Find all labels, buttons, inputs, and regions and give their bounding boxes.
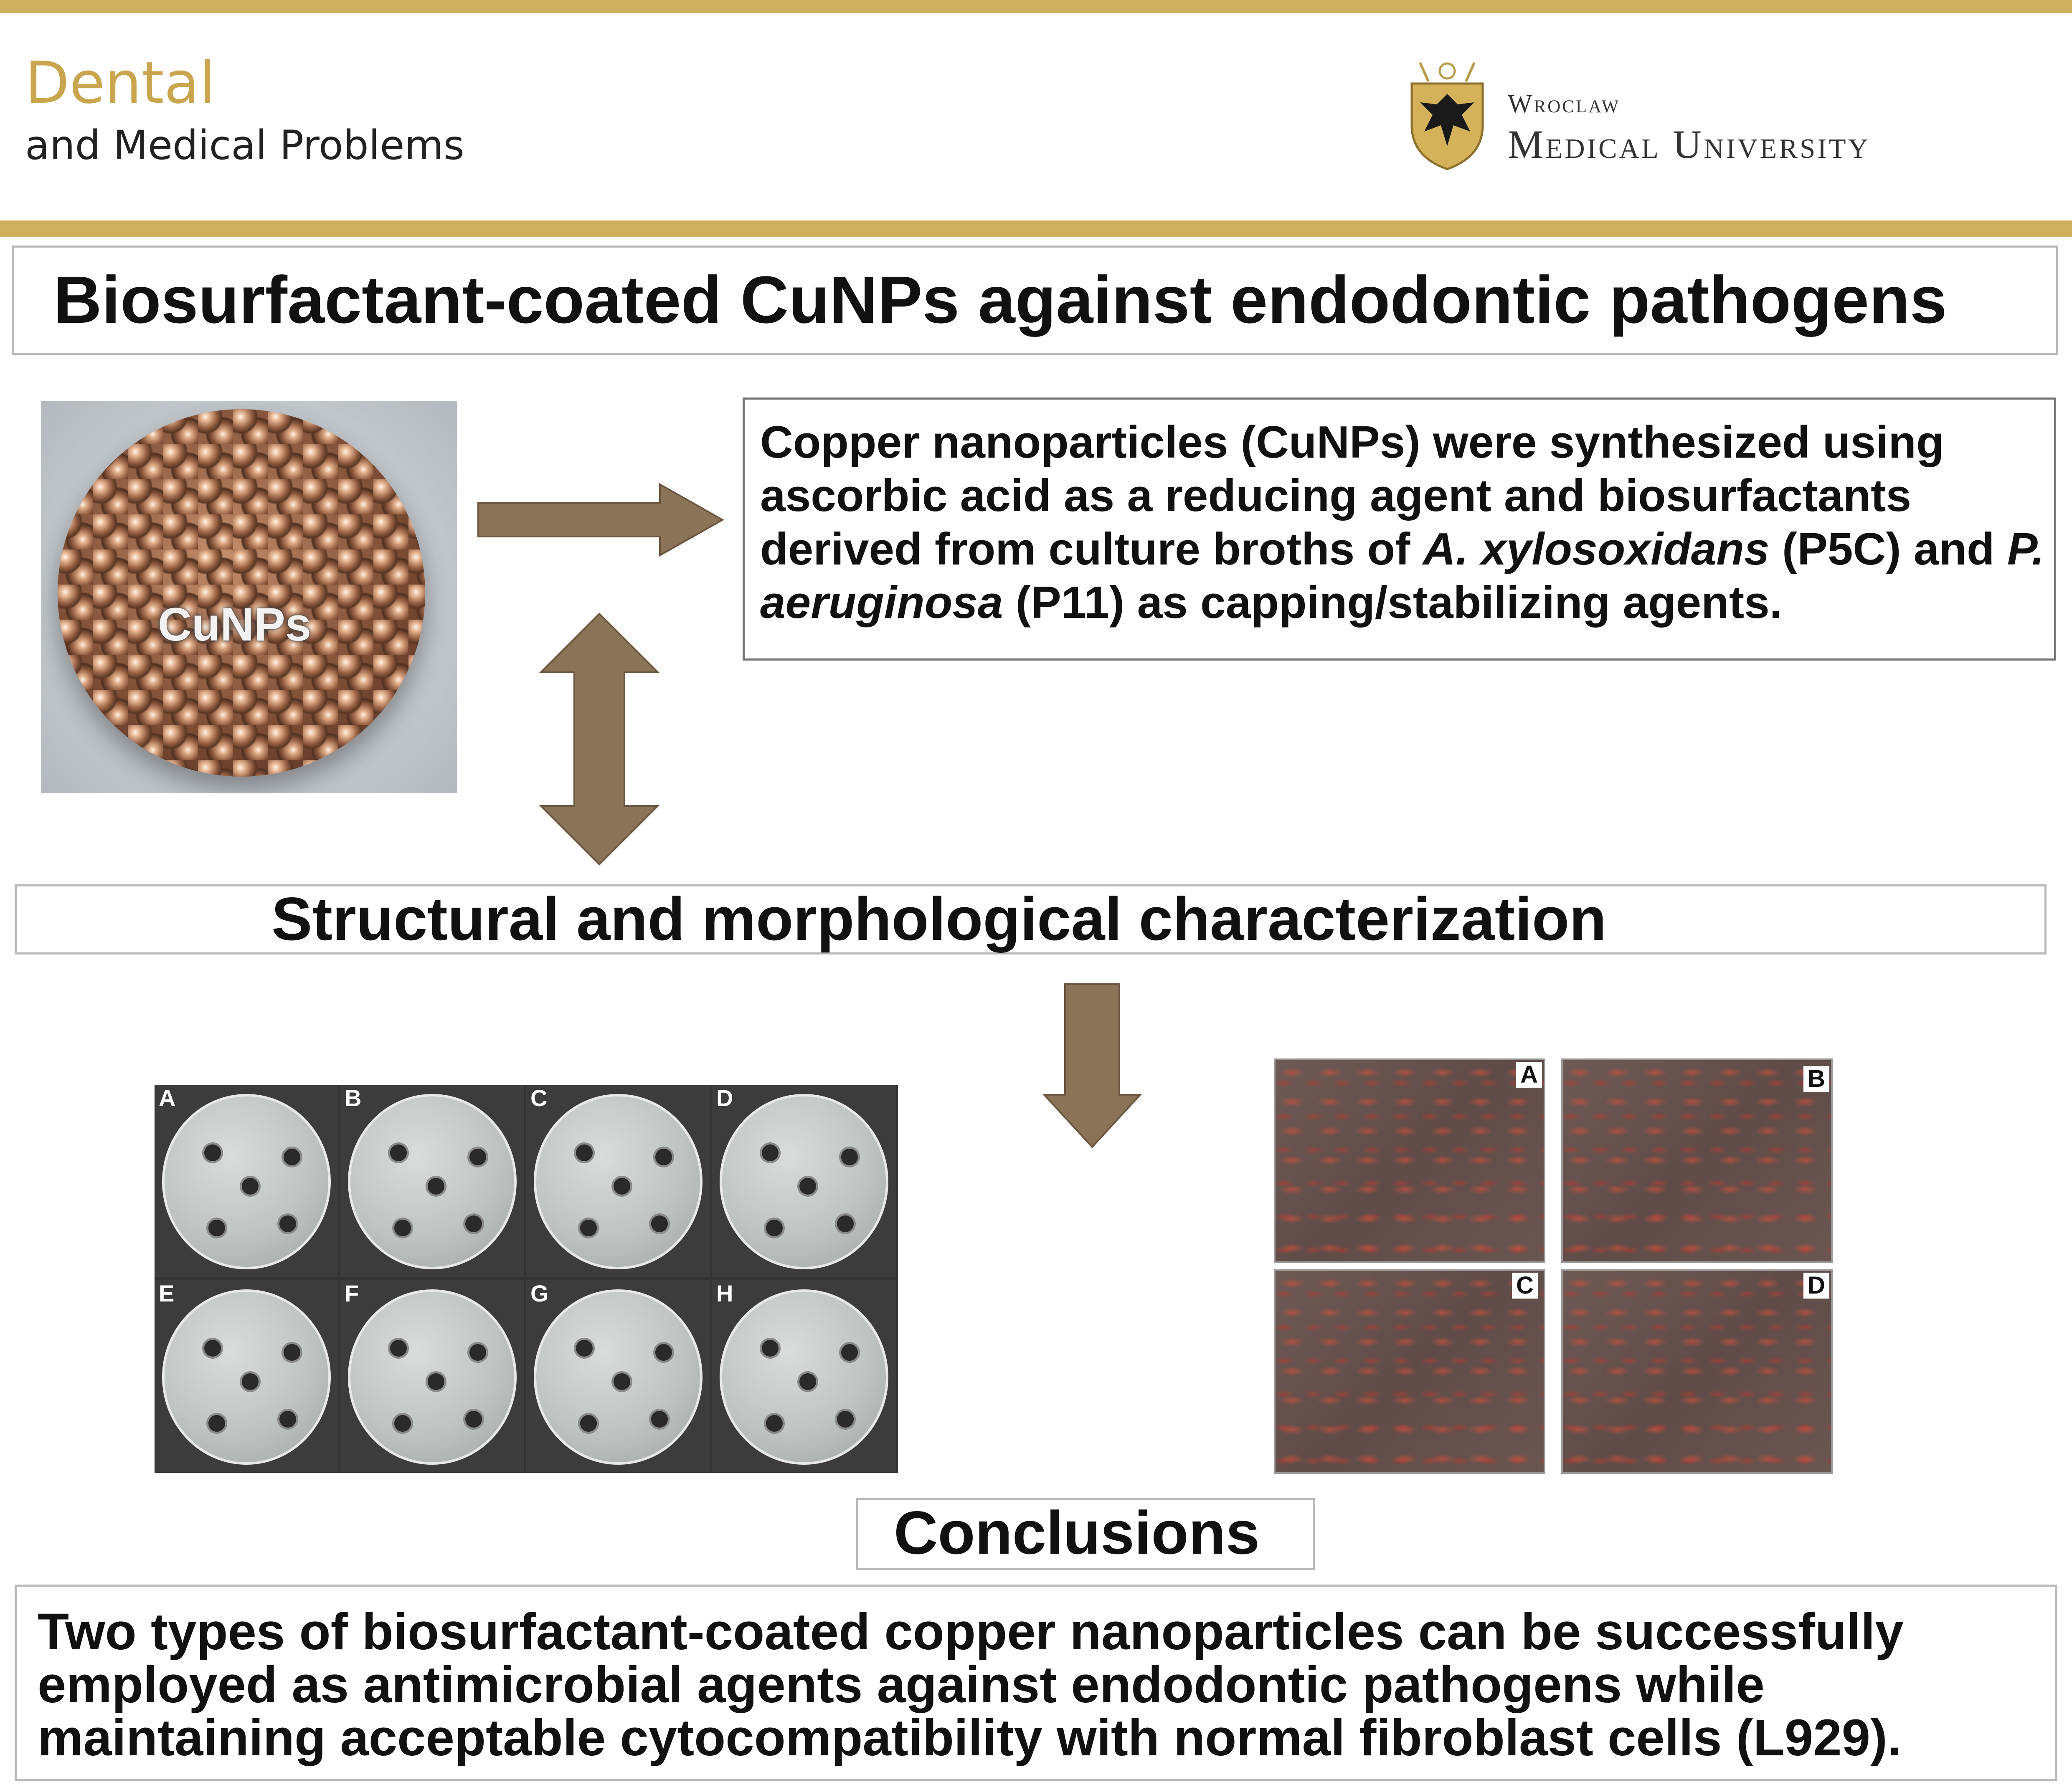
intro-species-2: P. aeruginosa <box>760 524 2044 628</box>
plate-label: G <box>530 1280 549 1306</box>
agar-plate <box>348 1289 517 1465</box>
cunps-image-label: CuNPs <box>158 598 312 651</box>
intro-species-1: A. xylosoxidans <box>1423 524 1770 575</box>
fibroblast-micrograph: C <box>1274 1269 1545 1474</box>
agar-plate <box>534 1094 703 1269</box>
plate-panel: F <box>340 1280 524 1472</box>
fibroblast-micrograph: A <box>1274 1058 1545 1263</box>
conclusion-text: Two types of biosurfactant-coated copper… <box>38 1603 1904 1767</box>
arrow-down-icon <box>1042 983 1142 1148</box>
plate-label: F <box>345 1280 359 1306</box>
header-gold-divider <box>0 220 2072 237</box>
fibroblast-micrograph: D <box>1561 1269 1833 1474</box>
journal-name-dental: Dental <box>25 49 216 116</box>
plate-label: C <box>530 1085 548 1111</box>
plate-label: H <box>716 1280 733 1306</box>
plate-label: A <box>159 1085 176 1111</box>
conclusions-heading: Conclusions <box>894 1499 1260 1567</box>
intro-text-part-2: (P5C) and <box>1769 524 2007 575</box>
cunps-nanoparticle-image: CuNPs <box>41 401 457 793</box>
intro-text: Copper nanoparticles (CuNPs) were synthe… <box>760 415 2055 629</box>
agar-plate <box>720 1289 888 1465</box>
plate-label: D <box>716 1085 733 1111</box>
micrograph-label: D <box>1803 1273 1829 1299</box>
agar-plate <box>162 1289 331 1465</box>
plate-panel: A <box>155 1085 338 1277</box>
agar-plate <box>348 1094 517 1269</box>
university-crest-icon <box>1410 62 1484 170</box>
plate-panel: E <box>155 1280 338 1472</box>
title-box <box>12 246 2058 355</box>
section-heading: Structural and morphological characteriz… <box>271 885 1607 953</box>
arrow-updown-icon <box>539 613 660 866</box>
top-gold-bar <box>0 0 2072 13</box>
agar-plate <box>534 1289 703 1465</box>
plate-panel: B <box>340 1085 524 1277</box>
section-heading-box <box>15 884 2047 954</box>
page-title: Biosurfactant-coated CuNPs against endod… <box>53 262 1947 337</box>
intro-text-part-3: (P11) as capping/stabilizing agents. <box>1003 577 1783 628</box>
conclusions-heading-box <box>856 1498 1315 1570</box>
agar-plates-figure: A B C D E F <box>155 1085 898 1473</box>
agar-plate <box>162 1094 331 1269</box>
university-line-1: Wroclaw <box>1508 90 1621 118</box>
micrograph-label: C <box>1512 1273 1538 1299</box>
micrograph-label: A <box>1516 1062 1542 1088</box>
intro-box <box>743 397 2056 661</box>
plate-label: E <box>159 1280 175 1306</box>
plate-panel: H <box>712 1280 896 1472</box>
plate-panel: C <box>526 1085 710 1277</box>
agar-plate <box>720 1094 888 1269</box>
micrograph-label: B <box>1803 1066 1829 1092</box>
plate-panel: D <box>712 1085 896 1277</box>
plate-label: B <box>345 1085 362 1111</box>
fibroblast-micrograph: B <box>1561 1058 1833 1263</box>
arrow-right-icon <box>477 483 725 557</box>
university-line-2: Medical University <box>1508 122 1870 167</box>
journal-name-rest: and Medical Problems <box>25 122 464 169</box>
nanoparticle-cluster <box>58 409 425 777</box>
conclusion-box <box>15 1585 2057 1781</box>
plate-panel: G <box>526 1280 710 1472</box>
intro-text-part-1: Copper nanoparticles (CuNPs) were synthe… <box>760 417 1944 575</box>
